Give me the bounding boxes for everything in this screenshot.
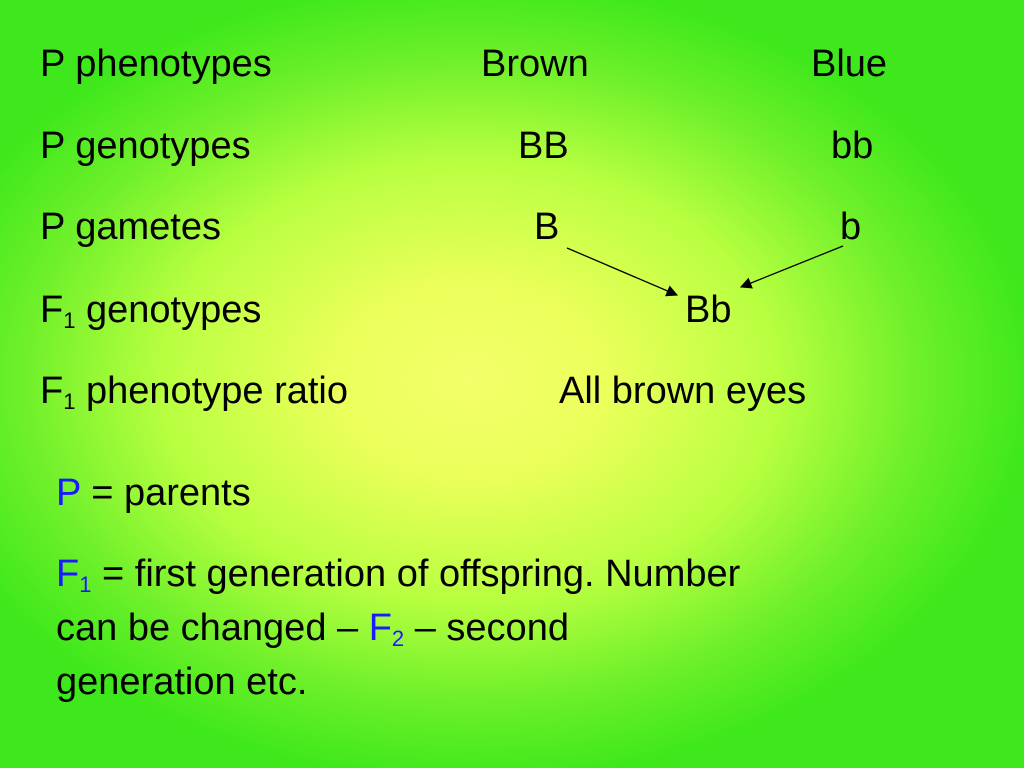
p-gamete-b-lower: b [840,206,862,248]
f1-symbol: F1 [56,553,92,597]
f1-phenotype-ratio-value: All brown eyes [559,370,807,412]
f2-symbol: F2 [368,607,405,651]
arrow-from-b-lower [739,245,844,289]
p-genotype-bb-lower: bb [831,125,874,167]
definition-f1-line-3: generation etc. [56,661,308,703]
definition-f1: F1 = first generation of offspring. Numb… [56,547,936,709]
f1-genotypes-label: F1 genotypes [40,289,262,333]
p-gametes-label: P gametes [40,206,221,248]
definition-f1-line-1: F1 = first generation of offspring. Numb… [56,553,741,597]
f1-phenotype-ratio-label: F1 phenotype ratio [40,370,348,414]
arrow-from-b-upper [566,247,679,297]
p-genotype-bb-upper: BB [518,125,569,167]
p-phenotypes-label: P phenotypes [40,43,272,85]
p-symbol: P [56,472,81,514]
f1-genotype-value: Bb [685,289,732,331]
definition-p: P = parents [56,472,251,514]
p-gamete-b-upper: B [534,206,560,248]
p-phenotype-blue: Blue [811,43,888,85]
definition-f1-line-2: can be changed – F2 – second [56,607,569,651]
p-phenotype-brown: Brown [481,43,589,85]
p-genotypes-label: P genotypes [40,125,251,167]
